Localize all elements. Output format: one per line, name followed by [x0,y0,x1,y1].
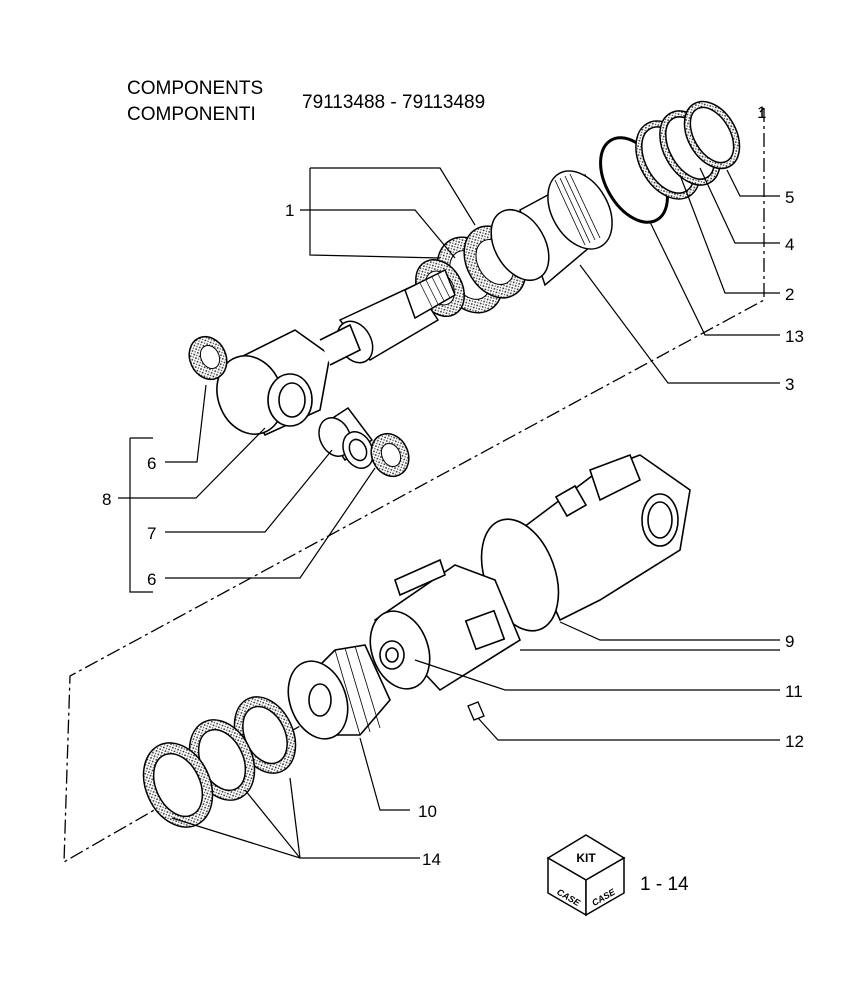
kit-reference: 1 - 14 [640,874,689,895]
callout-4: 4 [785,235,794,254]
kit-label: KIT [576,851,596,865]
title-components-en: COMPONENTS [127,78,264,99]
callout-7: 7 [147,524,156,543]
callout-6a: 6 [147,454,156,473]
bushing-7 [318,406,374,469]
callout-1a: 1 [285,201,294,220]
callout-11: 11 [785,682,803,701]
set-screw [467,701,485,721]
seal-6-lower [370,432,410,478]
callout-2: 2 [785,285,794,304]
piston-10 [287,644,391,740]
axis-lines [63,107,765,864]
seal-rings-14 [142,696,297,828]
leader-lines [118,167,780,859]
piston [490,170,613,287]
callout-10: 10 [418,802,437,821]
rod-eye [216,323,362,437]
callout-1b: 1 [757,103,766,122]
callout-9: 9 [785,632,794,651]
callout-3: 3 [785,375,794,394]
cylinder-head [369,558,521,692]
callout-12: 12 [785,732,804,751]
callout-labels: 1 1 5 4 2 13 3 6 8 7 6 9 11 12 10 14 [102,103,804,869]
title-components-it: COMPONENTI [127,104,256,125]
seal-6-upper [188,335,228,381]
rings-right [599,100,741,224]
part-numbers: 79113488 - 79113489 [302,92,486,113]
callout-14: 14 [422,850,441,869]
callout-13: 13 [785,327,804,346]
callout-5: 5 [785,188,794,207]
kit-box-icon: KIT CASE CASE [546,834,626,917]
callout-6b: 6 [147,570,156,589]
callout-8: 8 [102,490,111,509]
